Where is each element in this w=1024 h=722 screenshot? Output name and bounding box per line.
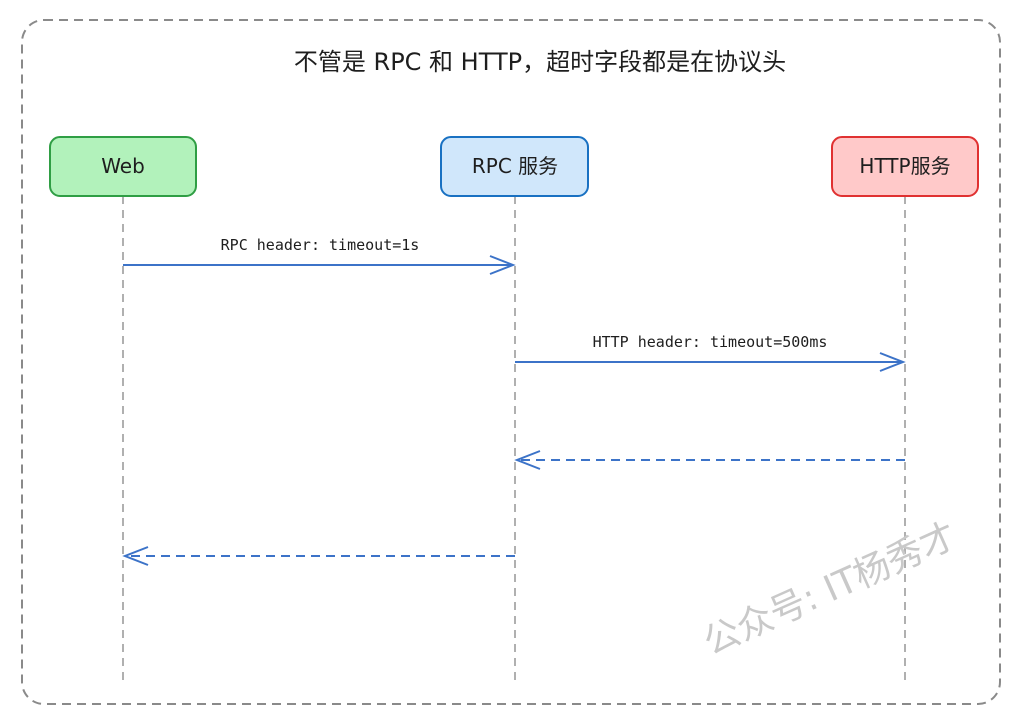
actor-http-label: HTTP服务	[859, 154, 950, 178]
watermark: 公众号: IT杨秀才	[698, 515, 963, 663]
message-web-to-rpc: RPC header: timeout=1s	[123, 236, 516, 275]
actor-rpc: RPC 服务	[440, 136, 589, 197]
actor-rpc-box	[440, 136, 589, 197]
message-label-http-header: HTTP header: timeout=500ms	[593, 333, 828, 351]
actor-rpc-label: RPC 服务	[472, 154, 558, 178]
message-rpc-to-web	[122, 546, 515, 566]
actor-web: Web	[49, 136, 197, 197]
arrowhead-http-to-rpc	[514, 450, 541, 470]
arrowhead-rpc-to-http	[879, 352, 906, 372]
diagram-frame	[21, 19, 1001, 705]
actor-http: HTTP服务	[831, 136, 979, 197]
arrowhead-rpc-to-web	[122, 546, 149, 566]
message-http-to-rpc	[514, 450, 905, 470]
actor-web-box	[49, 136, 197, 197]
message-label-rpc-header: RPC header: timeout=1s	[221, 236, 420, 254]
diagram-title: 不管是 RPC 和 HTTP，超时字段都是在协议头	[294, 48, 786, 76]
actor-web-label: Web	[101, 154, 145, 178]
arrowhead-web-to-rpc	[489, 255, 516, 275]
message-rpc-to-http: HTTP header: timeout=500ms	[515, 333, 906, 372]
actor-http-box	[831, 136, 979, 197]
